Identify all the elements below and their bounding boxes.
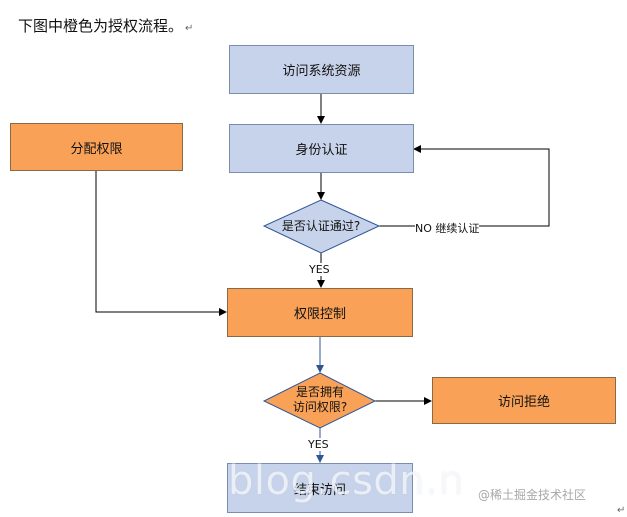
node-permission-control: 权限控制 bbox=[227, 288, 413, 337]
node-label: 权限控制 bbox=[293, 307, 346, 322]
node-assign-permission: 分配权限 bbox=[10, 123, 183, 171]
decision-auth-passed bbox=[262, 199, 381, 254]
decision-permission-label: 是否拥有 访问权限? bbox=[270, 385, 370, 415]
node-access-system-resource: 访问系统资源 bbox=[229, 45, 414, 94]
node-access-denied: 访问拒绝 bbox=[432, 377, 616, 424]
node-label: 访问拒绝 bbox=[497, 395, 550, 410]
node-label: 分配权限 bbox=[70, 141, 123, 157]
end-mark-icon: ↵ bbox=[617, 505, 626, 516]
arrow-assign-to-control bbox=[95, 171, 227, 316]
return-mark-icon: ↵ bbox=[185, 23, 194, 34]
edge-label-yes-1: YES bbox=[309, 263, 330, 276]
decision-auth-label: 是否认证通过? bbox=[271, 219, 371, 234]
decision-label-line: 是否认证通过? bbox=[281, 219, 361, 233]
heading-text: 下图中橙色为授权流程。 bbox=[18, 17, 184, 35]
node-label: 结束访问 bbox=[293, 482, 346, 498]
decision-label-line: 是否拥有 bbox=[295, 385, 344, 399]
node-identity-auth: 身份认证 bbox=[229, 124, 414, 173]
page-heading: 下图中橙色为授权流程。↵ bbox=[18, 15, 193, 36]
decision-has-permission bbox=[262, 372, 377, 429]
decision-label-line: 访问权限? bbox=[292, 400, 348, 414]
watermark: blog.csdn.n bbox=[228, 458, 465, 504]
edge-label-yes-2: YES bbox=[308, 438, 329, 451]
node-label: 身份认证 bbox=[295, 143, 348, 158]
node-label: 访问系统资源 bbox=[282, 64, 361, 79]
edge-label-no: NO 继续认证 bbox=[415, 220, 480, 236]
node-end-access: 结束访问 bbox=[227, 463, 413, 513]
credit-text: @稀土掘金技术社区 bbox=[478, 488, 587, 502]
